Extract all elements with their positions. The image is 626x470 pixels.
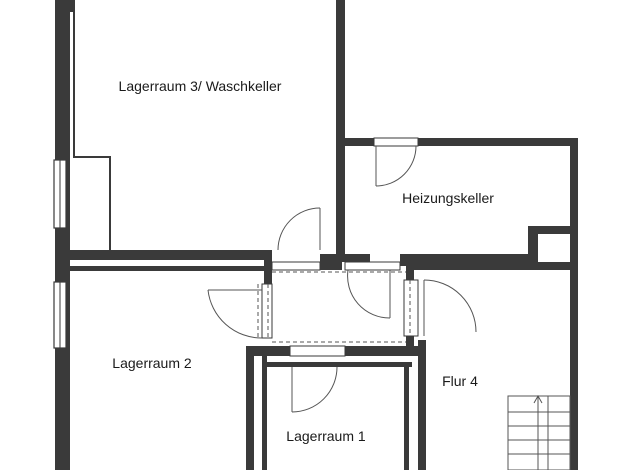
walls bbox=[55, 0, 578, 470]
wall-mid-horizontal-right-a bbox=[320, 254, 342, 270]
wall-top-stub bbox=[65, 0, 73, 12]
door-lagerraum2[interactable] bbox=[207, 284, 269, 339]
wall-vestibule-left-lower bbox=[246, 346, 254, 470]
wall-vestibule-bottom-left bbox=[246, 346, 290, 356]
door-lagerraum2-frame bbox=[261, 283, 273, 339]
wall-heiz-right bbox=[570, 138, 578, 470]
label-lagerraum2: Lagerraum 2 bbox=[112, 355, 192, 371]
wall-left-thin bbox=[65, 0, 70, 470]
wall-vestibule-bottom-right bbox=[345, 346, 425, 356]
door-flur4-frame bbox=[403, 279, 419, 337]
wall-mid-horizontal-left bbox=[55, 250, 270, 260]
wall-flur-left bbox=[418, 340, 426, 470]
doors bbox=[207, 137, 477, 413]
wall-waschkeller-inner bbox=[73, 0, 75, 158]
door-waschkeller[interactable] bbox=[277, 207, 321, 251]
label-lagerraum1: Lagerraum 1 bbox=[286, 428, 366, 444]
wall-heiz-notch-h bbox=[528, 226, 570, 234]
wall-waschkeller-right bbox=[109, 156, 111, 250]
wall-heiz-top bbox=[336, 138, 374, 146]
door-lagerraum1[interactable] bbox=[291, 366, 338, 413]
door-flur4[interactable] bbox=[409, 279, 477, 336]
windows bbox=[53, 159, 67, 349]
wall-waschkeller-step bbox=[73, 156, 111, 158]
wall-lager1-right-thin bbox=[404, 362, 409, 470]
label-heizungskeller: Heizungskeller bbox=[402, 190, 494, 206]
door-heizungskeller-frame bbox=[373, 137, 419, 147]
door-heizungskeller[interactable] bbox=[375, 145, 417, 187]
label-waschkeller: Lagerraum 3/ Waschkeller bbox=[119, 78, 282, 94]
wall-center-vertical bbox=[336, 0, 345, 262]
wall-flur-top bbox=[410, 262, 578, 270]
wall-mid-horizontal-left-thin bbox=[55, 266, 270, 271]
stair-arrow-icon bbox=[533, 394, 543, 470]
opening-vestibule-top bbox=[271, 261, 321, 271]
stairs bbox=[507, 394, 571, 470]
door-vestibule-right[interactable] bbox=[347, 269, 391, 319]
wall-outer-left bbox=[55, 0, 65, 470]
wall-lager1-left-thin bbox=[262, 356, 267, 470]
wall-heiz-notch-v bbox=[528, 226, 538, 260]
room-labels: Lagerraum 3/ Waschkeller Heizungskeller … bbox=[112, 78, 494, 444]
opening-heiz-bottom bbox=[344, 261, 401, 271]
door-lagerraum1-frame bbox=[289, 345, 346, 357]
wall-lager1-top-thin bbox=[262, 362, 412, 367]
wall-heiz-top-right bbox=[418, 138, 578, 146]
label-flur4: Flur 4 bbox=[442, 373, 478, 389]
